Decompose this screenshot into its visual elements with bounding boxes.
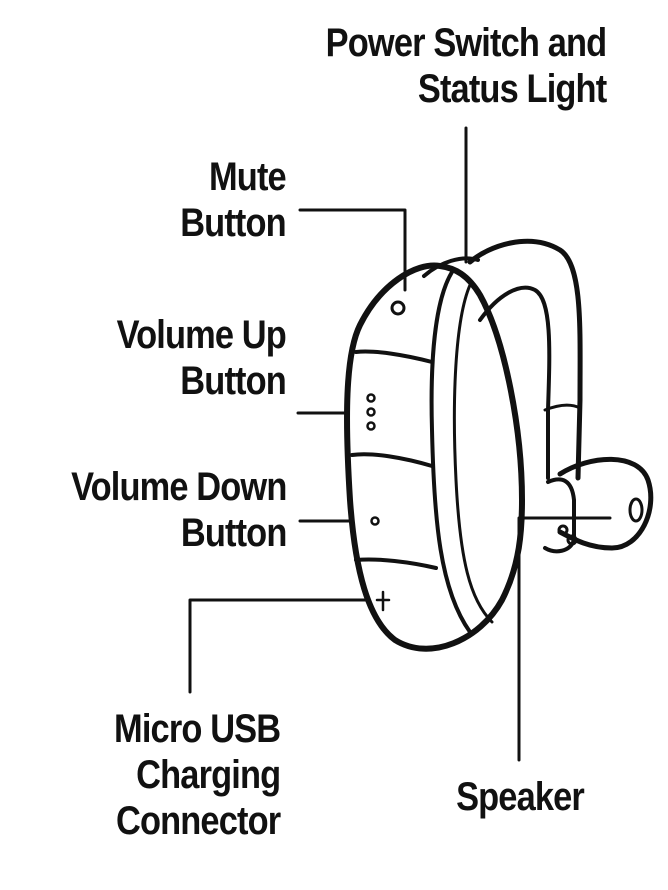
label-power-switch: Power Switch and Status Light — [325, 20, 606, 112]
button-divider — [354, 349, 434, 364]
speaker-housing — [543, 477, 576, 554]
label-line: Button — [180, 359, 286, 403]
ear-hook-joint — [543, 403, 582, 412]
label-line: Volume Down — [70, 465, 287, 509]
leader-mute — [298, 208, 407, 292]
headset-body-seam — [429, 270, 472, 634]
label-line: Connector — [115, 799, 281, 843]
mute-icon — [390, 300, 406, 316]
speaker-grille-dot — [557, 524, 569, 536]
usb-icon — [375, 590, 391, 612]
volume-up-icon — [366, 421, 376, 431]
label-line: Speaker — [456, 775, 585, 819]
headset-body-outline — [344, 262, 525, 652]
ear-tip-nozzle — [628, 497, 644, 523]
headset-body-seam-inner — [452, 283, 494, 624]
label-micro-usb-connector: Micro USB Charging Connector — [113, 706, 281, 844]
ear-tip — [557, 456, 654, 551]
speaker-grille-dot — [566, 534, 578, 546]
label-line: Button — [180, 201, 286, 245]
label-volume-down-button: Volume Down Button — [70, 464, 287, 556]
ear-hook-inner — [478, 285, 552, 480]
ear-hook — [467, 238, 583, 481]
label-volume-up-button: Volume Up Button — [116, 312, 287, 404]
label-line: Micro USB — [113, 707, 281, 751]
leader-usb — [188, 598, 370, 694]
label-line: Volume Up — [116, 313, 287, 357]
volume-up-icon — [366, 393, 376, 403]
volume-up-icon — [366, 407, 376, 417]
label-line: Status Light — [417, 67, 607, 111]
button-divider — [354, 557, 438, 570]
button-divider — [350, 452, 434, 468]
power-switch — [422, 256, 480, 278]
label-line: Mute — [209, 155, 287, 199]
label-mute-button: Mute Button — [180, 154, 286, 246]
label-line: Button — [180, 511, 286, 555]
label-line: Charging — [135, 753, 281, 797]
label-speaker: Speaker — [434, 774, 606, 820]
leader-speaker — [517, 516, 612, 762]
volume-down-icon — [370, 516, 380, 526]
label-line: Power Switch and — [325, 21, 606, 65]
